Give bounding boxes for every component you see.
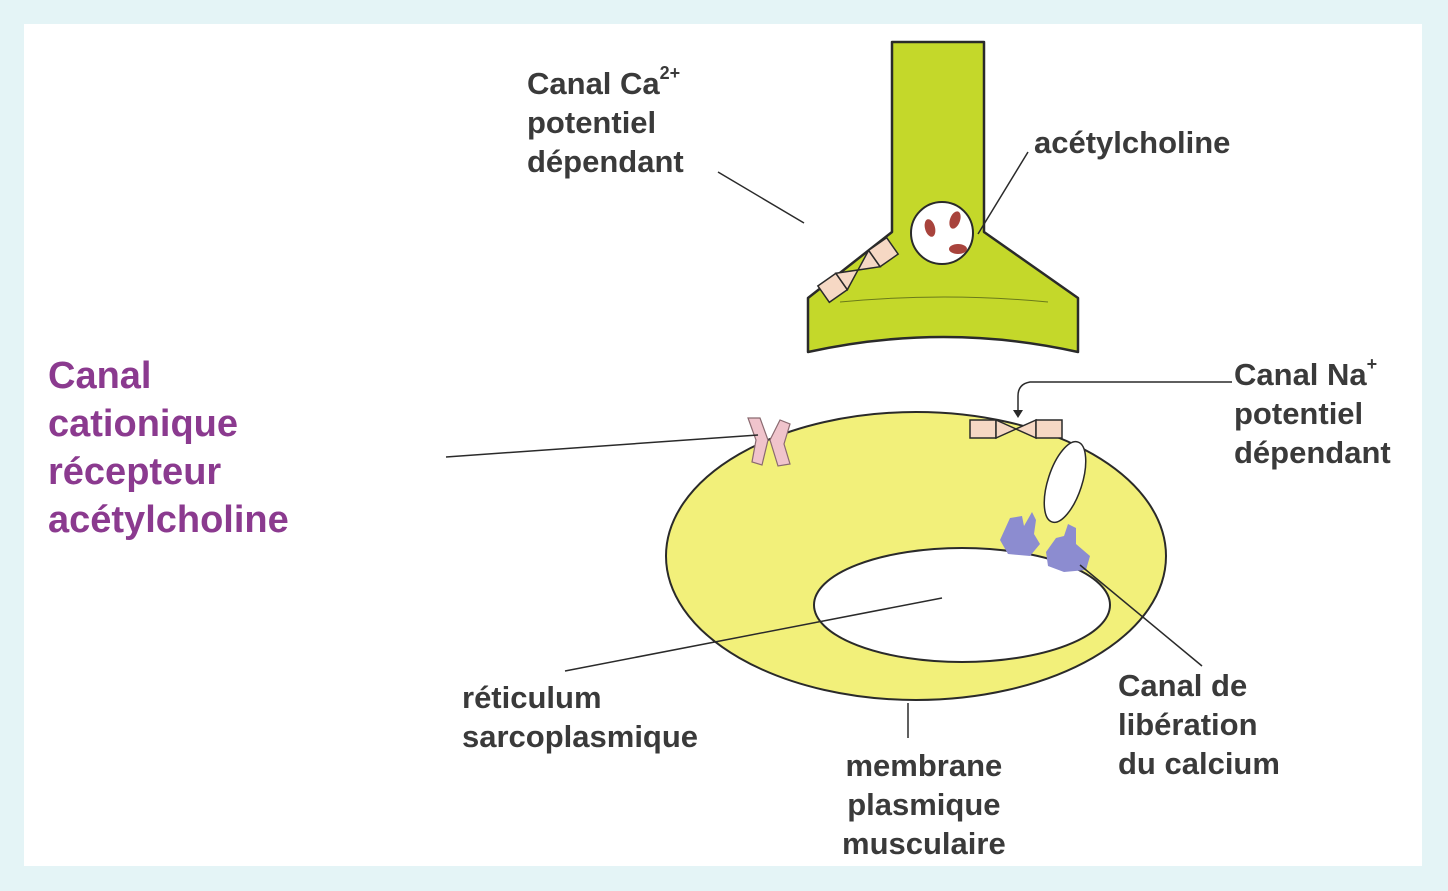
label-release-channel-line1: Canal de [1118, 668, 1248, 703]
sarcoplasmic-reticulum-shape [813, 547, 1111, 663]
leader-line-sodium-channel [1017, 381, 1232, 414]
label-cationic-receptor-line2: cationique [48, 403, 239, 445]
label-membrane-line2: plasmique [847, 787, 1001, 822]
leader-line-calcium-channel [717, 171, 805, 224]
terminal-contour-line [839, 296, 1049, 303]
leader-line-acetylcholine [977, 151, 1029, 235]
label-calcium-channel-line2: potentiel [527, 105, 657, 140]
label-membrane-line3: musculaire [842, 826, 1006, 861]
label-release-channel-line3: du calcium [1118, 746, 1280, 781]
label-release-channel: Canal de libération du calcium [1118, 666, 1280, 783]
label-membrane: membrane plasmique musculaire [842, 746, 1006, 863]
ach-receptor-shape [747, 417, 791, 467]
leader-arrowhead [1013, 410, 1023, 418]
label-release-channel-line2: libération [1118, 707, 1258, 742]
label-sodium-channel: Canal Na+ potentiel dépendant [1234, 355, 1412, 472]
diagram-frame [24, 24, 1422, 866]
label-calcium-channel: Canal Ca2+ potentiel dépendant [527, 64, 684, 181]
acetylcholine-molecule [924, 219, 936, 237]
label-cationic-receptor-line4: acétylcholine [48, 499, 289, 541]
label-calcium-channel-line3: dépendant [527, 144, 684, 179]
axon-terminal-shape [806, 40, 1080, 354]
calcium-channel-shape [816, 236, 900, 304]
acetylcholine-molecule [949, 244, 967, 254]
label-cationic-receptor-line1: Canal [48, 355, 152, 397]
leader-line-reticulum [564, 597, 943, 672]
calcium-release-channel-shape [1000, 512, 1090, 572]
leader-line-release-channel [1079, 564, 1203, 667]
label-membrane-line1: membrane [845, 748, 1003, 783]
label-sodium-channel-line2: potentiel [1234, 396, 1364, 431]
label-sodium-channel-line3: dépendant [1234, 435, 1391, 470]
synaptic-vesicle [910, 201, 974, 265]
label-reticulum-line2: sarcoplasmique [462, 719, 699, 754]
label-acetylcholine: acétylcholine [1034, 125, 1231, 160]
label-reticulum: réticulum sarcoplasmique [462, 678, 698, 756]
label-calcium-channel-line1: Canal Ca2+ [527, 63, 681, 101]
label-reticulum-line1: réticulum [462, 680, 602, 715]
leader-line-ach-receptor [445, 434, 759, 458]
sodium-channel-shape [969, 418, 1063, 440]
label-sodium-channel-line1: Canal Na+ [1234, 355, 1378, 392]
label-cationic-receptor: Canal cationique récepteur acétylcholine [48, 352, 289, 544]
acetylcholine-molecule [949, 211, 961, 229]
label-cationic-receptor-line3: récepteur [48, 451, 222, 493]
t-tubule-shape [1043, 440, 1087, 524]
